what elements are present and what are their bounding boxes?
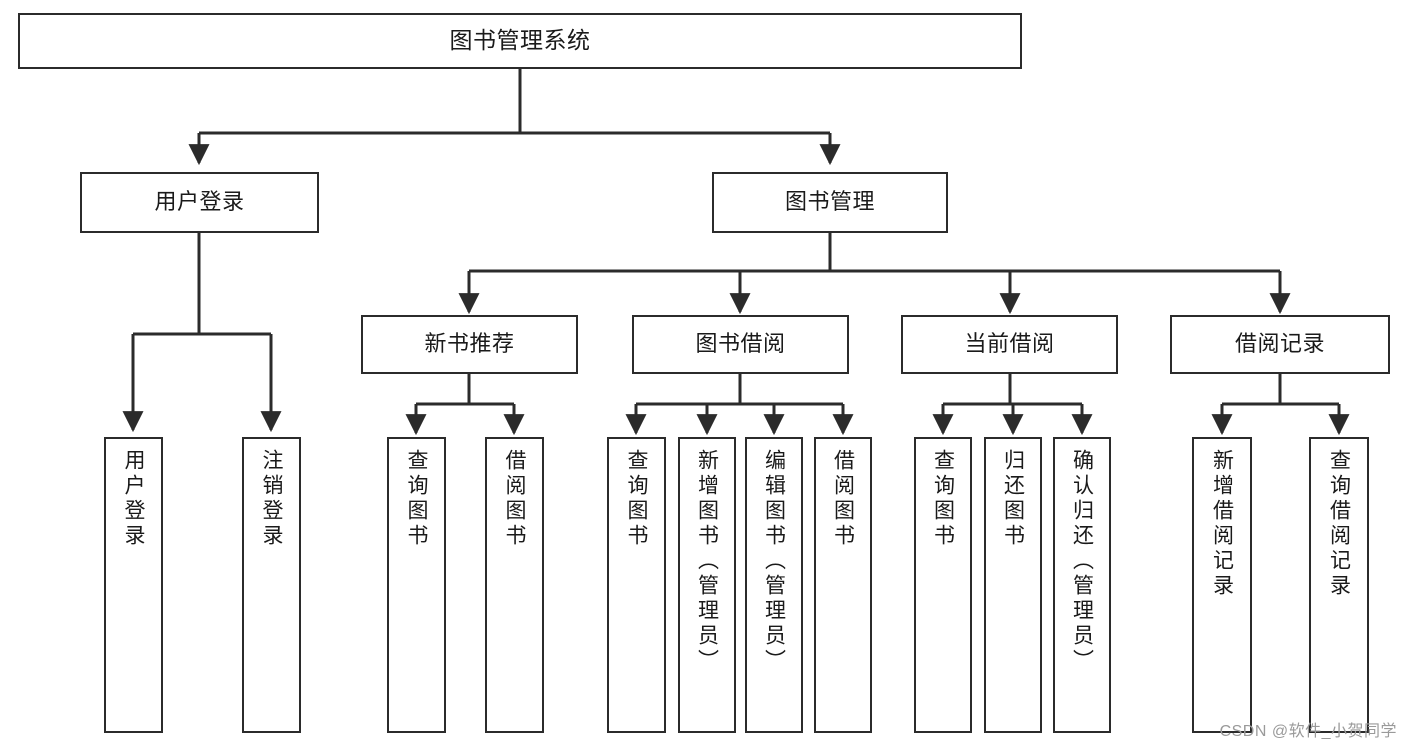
leaf-user-login-signin[interactable]: 用户登录 (104, 437, 163, 733)
leaf-new-book-query[interactable]: 查询图书 (387, 437, 446, 733)
node-label: 借阅图书 (503, 449, 526, 549)
node-label: 新增借阅记录 (1210, 449, 1234, 599)
leaf-user-login-signout[interactable]: 注销登录 (242, 437, 301, 733)
node-user-login[interactable]: 用户登录 (80, 172, 319, 233)
watermark: CSDN @软件_小贺同学 (1219, 723, 1397, 740)
node-label: 编辑图书（管理员） (762, 449, 786, 674)
leaf-borrow-record-query[interactable]: 查询借阅记录 (1309, 437, 1369, 733)
node-label: 图书管理 (784, 189, 875, 215)
node-label: 归还图书 (1001, 449, 1025, 549)
leaf-new-book-borrow[interactable]: 借阅图书 (485, 437, 544, 733)
node-root-book-management-system[interactable]: 图书管理系统 (18, 13, 1022, 69)
leaf-borrow-record-add[interactable]: 新增借阅记录 (1192, 437, 1252, 733)
node-book-borrow[interactable]: 图书借阅 (632, 315, 849, 374)
leaf-book-borrow-query[interactable]: 查询图书 (607, 437, 666, 733)
node-label: 注销登录 (260, 449, 283, 549)
node-label: 查询图书 (405, 449, 428, 549)
leaf-current-borrow-return[interactable]: 归还图书 (984, 437, 1042, 733)
leaf-book-borrow-add[interactable]: 新增图书（管理员） (678, 437, 736, 733)
node-label: 查询图书 (625, 449, 648, 549)
node-label: 查询借阅记录 (1327, 449, 1351, 599)
node-label: 确认归还（管理员） (1070, 449, 1094, 674)
node-book-management[interactable]: 图书管理 (712, 172, 948, 233)
node-current-borrow[interactable]: 当前借阅 (901, 315, 1118, 374)
node-label: 用户登录 (122, 449, 145, 549)
leaf-book-borrow-lend[interactable]: 借阅图书 (814, 437, 872, 733)
node-label: 当前借阅 (964, 331, 1055, 357)
node-borrow-record[interactable]: 借阅记录 (1170, 315, 1390, 374)
node-label: 借阅记录 (1234, 331, 1325, 357)
node-label: 图书借阅 (695, 331, 786, 357)
node-label: 新增图书（管理员） (695, 449, 719, 674)
node-label: 图书管理系统 (449, 27, 591, 54)
leaf-current-borrow-query[interactable]: 查询图书 (914, 437, 972, 733)
node-label: 查询图书 (931, 449, 955, 549)
leaf-book-borrow-edit[interactable]: 编辑图书（管理员） (745, 437, 803, 733)
node-label: 借阅图书 (831, 449, 855, 549)
node-label: 用户登录 (154, 189, 245, 215)
node-label: 新书推荐 (424, 331, 515, 357)
leaf-current-borrow-confirm-return[interactable]: 确认归还（管理员） (1053, 437, 1111, 733)
node-new-book-recommend[interactable]: 新书推荐 (361, 315, 578, 374)
